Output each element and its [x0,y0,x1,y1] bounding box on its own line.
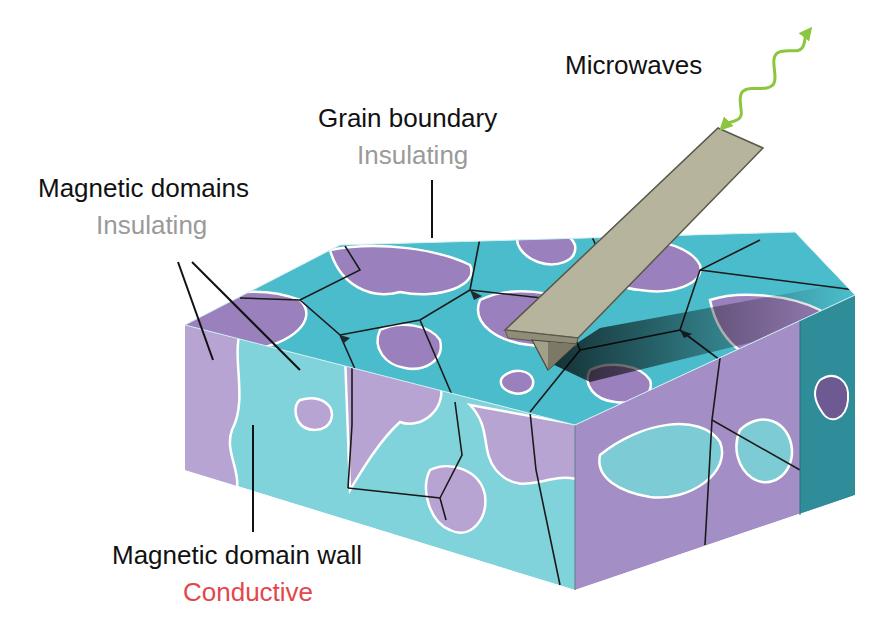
side-face [705,358,800,545]
leader-line [178,180,432,532]
side-face [705,358,720,545]
side-face [736,420,792,483]
front-face [296,398,332,430]
top-face [517,229,575,264]
property-label: Insulating [357,140,468,170]
front-face [348,366,352,488]
top-face [470,290,482,300]
front-face [348,488,446,520]
top-face [501,371,533,394]
front-face [530,412,560,585]
part-label: Grain boundary [318,103,497,133]
front-face [440,402,462,498]
top-face [240,246,360,300]
front-face [170,320,240,495]
probe-cantilever [505,128,763,370]
side-face [599,424,722,497]
property-label: Insulating [96,210,207,240]
probe-cantilever [532,340,576,370]
side-face [599,420,792,498]
leader-line [252,425,254,532]
leader-line [431,180,433,238]
top-face [330,246,472,294]
part-label: Magnetic domains [38,173,249,203]
microwave-arrow [724,32,808,126]
top-face [340,335,350,343]
part-label: Magnetic domain wall [112,540,362,570]
side-face [712,420,800,470]
probe-cantilever [548,342,576,370]
wave-label: Microwaves [565,50,702,80]
slab-edge [575,425,576,590]
top-face [340,238,480,335]
leader-line [192,262,300,370]
probe-cantilever [505,128,763,338]
slab-edge [800,320,801,515]
side-face [815,376,848,419]
side-face [800,295,855,515]
top-face [170,292,306,351]
microwave-arrow [724,32,808,126]
property-label: Conductive [183,577,313,607]
front-face [426,466,485,532]
